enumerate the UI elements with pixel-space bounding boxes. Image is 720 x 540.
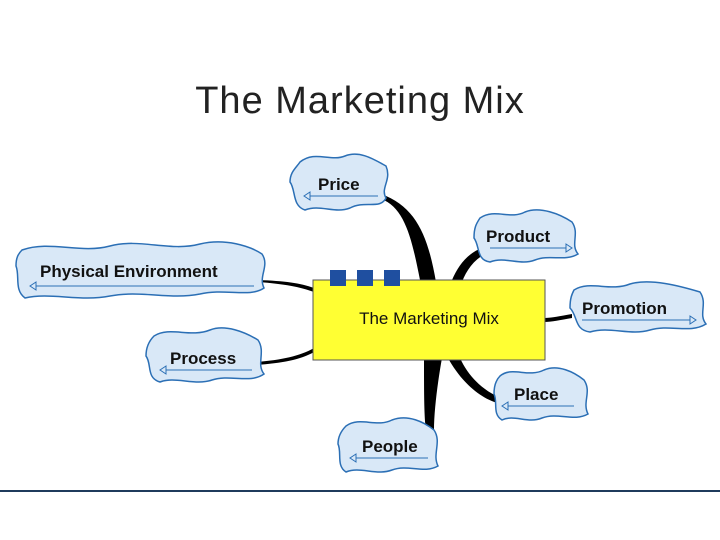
- node-place[interactable]: Place: [493, 367, 589, 421]
- center-label: The Marketing Mix: [359, 309, 499, 328]
- marker-square-1: [330, 270, 346, 286]
- connector-product: [452, 244, 500, 282]
- node-label-place: Place: [514, 385, 558, 404]
- connector-process: [256, 348, 314, 365]
- node-product[interactable]: Product: [473, 209, 580, 263]
- connector-promotion: [544, 314, 572, 322]
- node-process[interactable]: Process: [145, 327, 266, 383]
- node-label-people: People: [362, 437, 418, 456]
- footer-divider: [0, 490, 720, 492]
- marker-square-3: [384, 270, 400, 286]
- node-people[interactable]: People: [337, 417, 439, 473]
- node-promotion[interactable]: Promotion: [569, 281, 708, 333]
- connector-place: [448, 358, 502, 404]
- connector-physical-environment: [258, 280, 314, 292]
- connector-people: [424, 358, 442, 430]
- connector-price: [378, 193, 436, 282]
- node-label-product: Product: [486, 227, 551, 246]
- node-price[interactable]: Price: [289, 153, 389, 211]
- marker-square-2: [357, 270, 373, 286]
- node-label-price: Price: [318, 175, 360, 194]
- node-label-physical-environment: Physical Environment: [40, 262, 218, 281]
- node-physical-environment[interactable]: Physical Environment: [15, 241, 266, 299]
- connectors: [256, 193, 572, 430]
- node-label-promotion: Promotion: [582, 299, 667, 318]
- slide-title: The Marketing Mix: [195, 80, 525, 122]
- node-label-process: Process: [170, 349, 236, 368]
- center-topic[interactable]: The Marketing Mix: [312, 270, 546, 361]
